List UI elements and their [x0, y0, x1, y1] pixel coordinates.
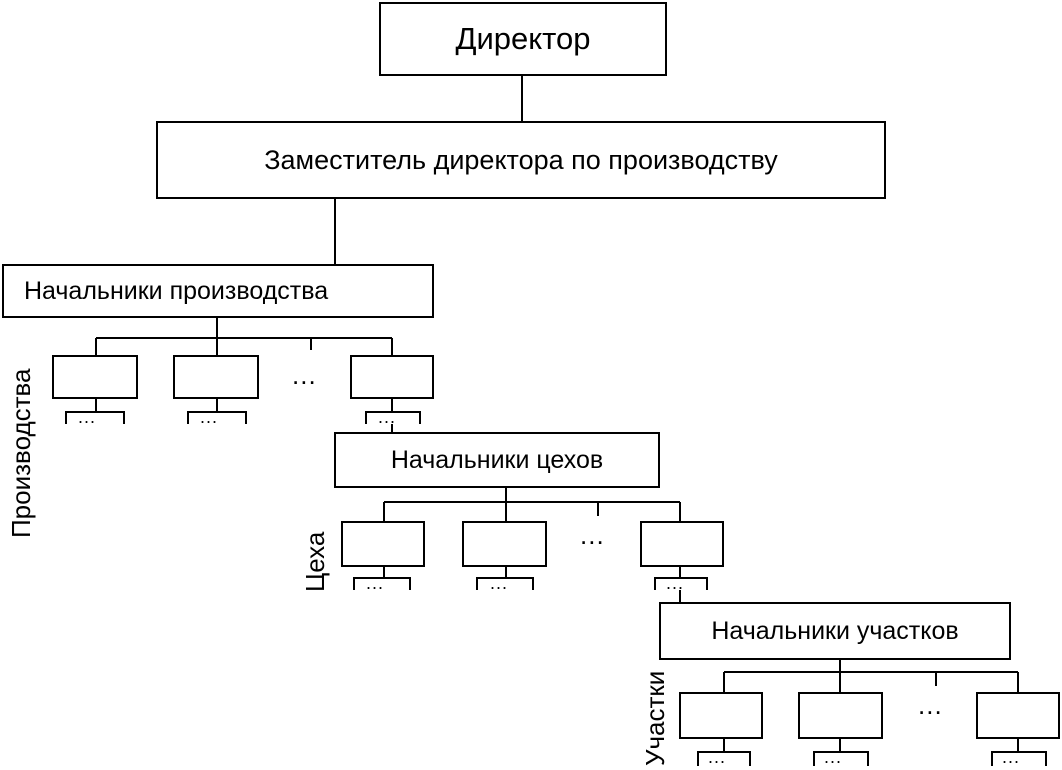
production-heads-box: Начальники производства: [2, 264, 434, 318]
workshop-sub-ellipsis: ...: [366, 573, 385, 593]
section-heads-label: Начальники участков: [711, 616, 959, 645]
sections-side-label: Участки: [640, 670, 670, 766]
section-heads-box: Начальники участков: [659, 602, 1011, 660]
workshop-unit: [462, 521, 547, 567]
production-heads-label: Начальники производства: [24, 276, 329, 305]
section-ellipsis: ...: [918, 690, 943, 720]
production-ellipsis: ...: [292, 360, 317, 390]
section-unit: [976, 692, 1060, 739]
workshop-heads-label: Начальники цехов: [390, 445, 604, 474]
production-sub-ellipsis: ...: [378, 407, 397, 427]
workshops-side-label: Цеха: [300, 531, 330, 592]
director-label: Директор: [455, 21, 591, 56]
workshop-unit: [640, 521, 724, 567]
section-sub-ellipsis: ...: [708, 747, 727, 767]
section-unit: [679, 692, 763, 739]
workshop-unit: [341, 521, 425, 567]
workshop-sub-ellipsis: ...: [666, 573, 685, 593]
productions-side-label: Производства: [6, 368, 36, 538]
production-unit: [350, 355, 434, 399]
production-sub-ellipsis: ...: [78, 407, 97, 427]
workshop-sub-ellipsis: ...: [490, 573, 509, 593]
workshop-heads-box: Начальники цехов: [334, 432, 660, 488]
production-sub-ellipsis: ...: [200, 407, 219, 427]
section-sub-ellipsis: ...: [824, 747, 843, 767]
deputy-label: Заместитель директора по производству: [264, 144, 778, 175]
production-unit: [52, 355, 138, 399]
deputy-box: Заместитель директора по производству: [156, 121, 886, 199]
section-sub-ellipsis: ...: [1002, 747, 1021, 767]
production-unit: [173, 355, 259, 399]
workshop-ellipsis: ...: [580, 520, 605, 550]
director-box: Директор: [379, 2, 667, 76]
section-unit: [798, 692, 883, 739]
